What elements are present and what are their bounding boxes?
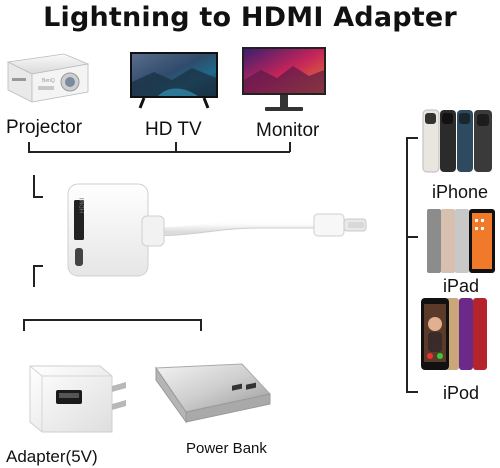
iphone-label: iPhone [432, 182, 489, 202]
power-bracket-tick-right [200, 319, 202, 331]
connector-line-top-h [33, 196, 43, 198]
power-bracket-tick-left [23, 319, 25, 331]
power-adapter-image [12, 360, 132, 440]
power-bracket-line [23, 319, 201, 321]
iphone-image [421, 108, 495, 176]
projector-image: BenQ [2, 48, 90, 110]
connector-line-top [33, 175, 35, 197]
devices-bracket-bottom [406, 391, 418, 393]
devices-bracket-top [406, 137, 418, 139]
lightning-hdmi-adapter [62, 180, 374, 280]
display-bracket-line [28, 151, 290, 153]
page-title: Lightning to HDMI Adapter [43, 2, 457, 33]
power-adapter-label: Adapter(5V) [6, 447, 98, 466]
display-bracket-tick-right [289, 142, 291, 152]
ipod-image [419, 296, 497, 372]
projector-label: Projector [6, 117, 83, 138]
monitor-image [241, 46, 327, 114]
hdmi-port-label: HDMI [80, 197, 86, 213]
connector-line-bottom [33, 265, 35, 287]
display-bracket-tick-mid [175, 142, 177, 152]
ipod-label: iPod [443, 383, 480, 403]
hdtv-image [128, 50, 222, 112]
devices-bracket-mid [406, 236, 418, 238]
hdtv-label: HD TV [145, 119, 202, 140]
ipad-label: iPad [443, 276, 480, 296]
power-bank-image [146, 360, 274, 428]
svg-text:BenQ: BenQ [42, 78, 55, 84]
monitor-label: Monitor [256, 120, 320, 141]
ipad-image [425, 207, 497, 275]
display-bracket-tick-left [28, 142, 30, 152]
devices-bracket-line [406, 137, 408, 392]
power-bank-label: Power Bank [186, 440, 267, 457]
connector-line-bottom-h [33, 265, 43, 267]
